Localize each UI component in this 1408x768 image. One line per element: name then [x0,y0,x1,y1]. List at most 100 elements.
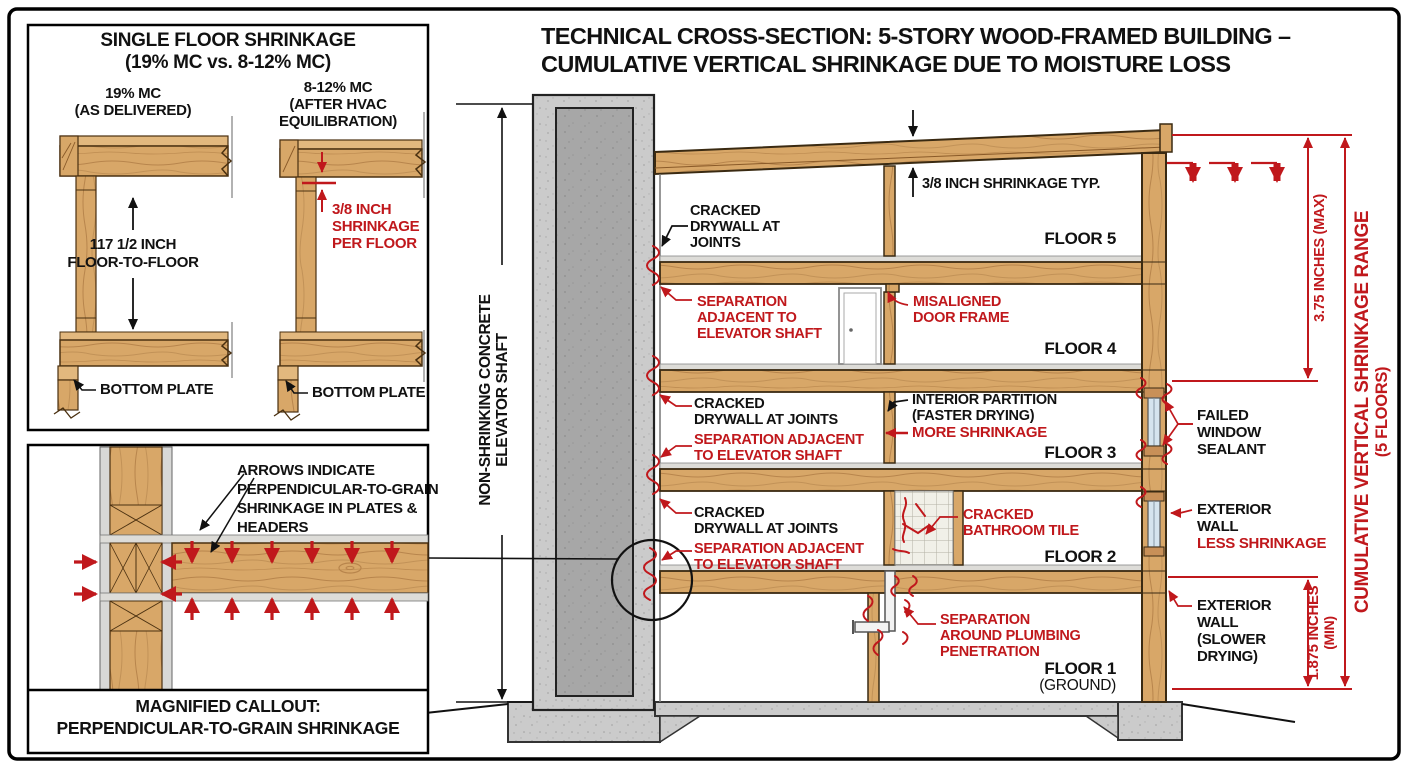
ext-wall-slower-1: EXTERIOR [1197,597,1272,614]
shrinkage-note-line2: SHRINKAGE [332,218,420,235]
window-floor2 [1143,491,1165,557]
f2-cracked-2: DRYWALL AT JOINTS [694,521,838,537]
f2-separation-1: SEPARATION ADJACENT [694,541,864,557]
shrinkage-note-line3: PER FLOOR [332,235,417,252]
plumbing-2: AROUND PLUMBING [940,628,1081,644]
f5-cracked-1: CRACKED [690,203,761,219]
exterior-wall [1141,152,1167,703]
tile-crack [901,497,907,543]
leader-arrows [659,225,1193,625]
shaft-label: NON-SHRINKING CONCRETE ELEVATOR SHAFT [477,294,511,506]
floor-slabs [659,255,1143,594]
f5-cracked-3: JOINTS [690,235,741,251]
failed-window-1: FAILED [1197,407,1249,424]
window-floor3 [1143,387,1165,457]
mc812-label-line3: EQUILIBRATION) [278,113,397,130]
panel1-title-line2: (19% MC vs. 8-12% MC) [125,52,331,73]
misaligned-door-2: DOOR FRAME [913,310,1010,326]
f4-separation-3: ELEVATOR SHAFT [697,326,822,342]
misaligned-door-1: MISALIGNED [913,294,1002,310]
cracked-tile-1: CRACKED [963,507,1034,523]
floor-to-floor-dim-line2: FLOOR-TO-FLOOR [67,254,199,271]
arrows-note-line2: PERPENDICULAR-TO-GRAIN [237,481,439,498]
roof-parapet-block [1159,123,1173,153]
floor-to-floor-dim-line1: 117 1/2 INCH [89,236,177,253]
max-dim-label: 3.75 INCHES (MAX) [1312,194,1328,322]
main-title-line1: TECHNICAL CROSS-SECTION: 5-STORY WOOD-FR… [541,23,1291,49]
shrinkage-gap-arrows [302,152,336,212]
misaligned-header-block [885,283,900,293]
tile-crack [915,503,926,517]
cracked-tile-2: BATHROOM TILE [963,523,1079,539]
min-dim-label: 1.875 INCHES (MIN) [1305,585,1338,681]
door-knob [849,328,853,332]
pipe-crack [890,575,900,597]
arrows-note-line4: HEADERS [237,519,309,536]
mc812-label-line1: 8-12% MC [303,79,373,96]
single-floor-drawing-left [53,116,233,419]
interior-partition-1: INTERIOR PARTITION [912,392,1057,408]
ext-wall-less-3: LESS SHRINKAGE [1197,535,1327,552]
f3-cracked-1: CRACKED [694,396,765,412]
shaft-height-dimension [456,103,533,703]
floor-2-label: FLOOR 2 [1044,547,1116,566]
f3-separation-2: TO ELEVATOR SHAFT [694,448,842,464]
f3-cracked-2: DRYWALL AT JOINTS [694,412,838,428]
pipe-crack [872,629,884,656]
floor-1-sub-label: (GROUND) [1039,677,1116,694]
panel1-title-line1: SINGLE FLOOR SHRINKAGE [100,30,356,51]
pipe-crack [902,631,909,645]
bottom-plate-left-label: BOTTOM PLATE [100,381,214,398]
single-floor-drawing-right [273,112,427,421]
ext-wall-less-2: WALL [1197,518,1239,535]
f2-separation-2: TO ELEVATOR SHAFT [694,557,842,573]
roof-note: 3/8 INCH SHRINKAGE TYP. [922,176,1101,192]
magnified-connector [427,557,619,560]
f5-cracked-2: DRYWALL AT [690,219,780,235]
arrows-note-line3: SHRINKAGE IN PLATES & [237,500,418,517]
plumbing-3: PENETRATION [940,644,1040,660]
pipe-crack [908,575,918,597]
floor-3-label: FLOOR 3 [1044,443,1116,462]
bottom-plate-right-label: BOTTOM PLATE [312,384,426,401]
foundation [507,701,1183,744]
f4-separation-1: SEPARATION [697,294,787,310]
main-title-line2: CUMULATIVE VERTICAL SHRINKAGE DUE TO MOI… [541,51,1231,77]
tile-crack [892,548,910,554]
cumulative-range-label: CUMULATIVE VERTICAL SHRINKAGE RANGE (5 F… [1352,210,1391,614]
plumbing-pipe [852,570,896,634]
ext-wall-less-1: EXTERIOR [1197,501,1272,518]
magnified-caption-line2: PERPENDICULAR-TO-GRAIN SHRINKAGE [56,718,400,738]
roof [654,123,1173,176]
mc19-label-line2: (AS DELIVERED) [74,102,192,119]
ext-wall-slower-3: (SLOWER [1197,631,1266,648]
door [838,287,882,365]
settlement-arrows [1167,161,1285,183]
pipe-crack [862,595,874,622]
mc812-label-line2: (AFTER HVAC [289,96,387,113]
shrinkage-note-line1: 3/8 INCH [332,201,392,218]
ground-line-right [1181,703,1296,723]
plumbing-1: SEPARATION [940,612,1030,628]
more-shrinkage: MORE SHRINKAGE [912,424,1047,441]
ext-wall-slower-4: DRYING) [1197,648,1258,665]
ext-wall-slower-2: WALL [1197,614,1239,631]
arrows-note-line1: ARROWS INDICATE [237,462,375,479]
callout-circle [610,538,694,622]
floor-1-label: FLOOR 1 [1044,659,1116,678]
floor-5-label: FLOOR 5 [1044,229,1116,248]
magnified-caption-line1: MAGNIFIED CALLOUT: [135,696,321,716]
interior-partition-2: (FASTER DRYING) [912,408,1035,424]
shrinkage-direction-arrows [74,541,400,620]
f4-separation-2: ADJACENT TO [697,310,797,326]
failed-window-2: WINDOW [1197,424,1262,441]
f2-cracked-1: CRACKED [694,505,765,521]
elevator-shaft [531,93,656,712]
dimension-lines-right [1168,134,1352,690]
f3-separation-1: SEPARATION ADJACENT [694,432,864,448]
failed-window-3: SEALANT [1197,441,1266,458]
mc19-label-line1: 19% MC [105,85,161,102]
tile-crack [902,523,929,535]
